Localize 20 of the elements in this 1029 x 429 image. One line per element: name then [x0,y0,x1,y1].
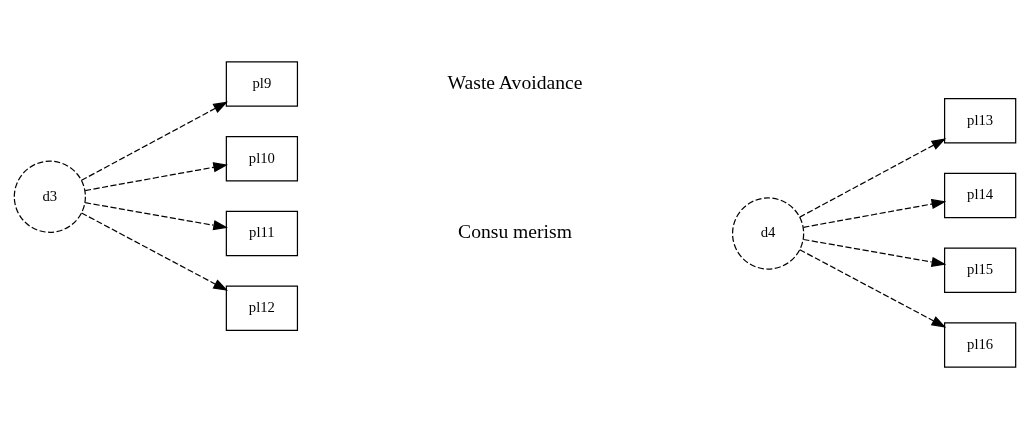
arrow [802,198,946,228]
node-box: pl10 [225,136,298,182]
node-box: pl16 [943,322,1016,368]
arrow [798,138,946,218]
arrow [798,249,946,328]
node-box: pl12 [225,285,298,331]
node-box: pl15 [943,247,1016,293]
arrow [80,101,228,181]
arrow [84,202,228,231]
node-circle: d4 [731,197,804,270]
node-box: pl11 [225,210,298,257]
node-box: pl9 [225,61,298,107]
arrow [802,238,946,268]
arrow [80,212,228,291]
node-box: pl14 [943,172,1016,219]
label: Consu merism [457,221,572,243]
node-box: pl13 [943,98,1016,144]
arrow [84,162,228,192]
label: Waste Avoidance [447,71,582,93]
node-circle: d3 [13,160,86,233]
